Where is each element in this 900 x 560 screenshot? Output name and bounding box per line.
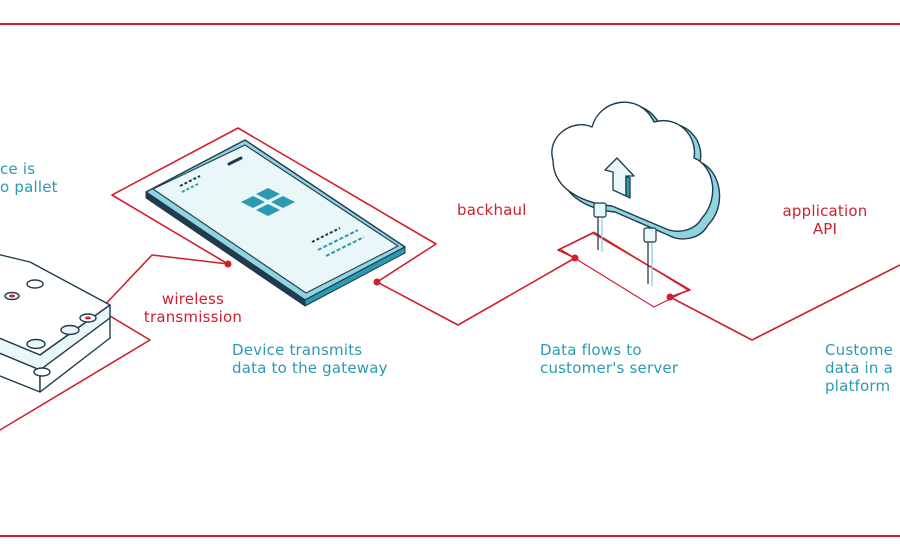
step2-line2: data to the gateway bbox=[232, 359, 388, 377]
step3-line2: customer's server bbox=[540, 359, 679, 377]
api-line2: API bbox=[812, 220, 838, 238]
wireless-line2: transmission bbox=[143, 308, 243, 326]
wireless-label: wireless transmission bbox=[133, 290, 253, 326]
step3-caption: Data flows to customer's server bbox=[540, 341, 678, 377]
wireless-line1: wireless bbox=[161, 290, 225, 308]
flow-connector-line bbox=[0, 127, 900, 431]
gateway-device-icon bbox=[145, 139, 406, 307]
connector-node bbox=[224, 260, 232, 268]
step1-line1: ce is bbox=[0, 160, 36, 178]
step3-line1: Data flows to bbox=[540, 341, 642, 359]
step2-caption: Device transmits data to the gateway bbox=[232, 341, 388, 377]
grid-logo-icon bbox=[241, 188, 295, 216]
pallet-icon bbox=[0, 254, 111, 393]
step4-line3: platform bbox=[825, 377, 891, 395]
cloud-server-icon bbox=[551, 101, 721, 308]
api-line1: application bbox=[782, 202, 868, 220]
connector-node bbox=[373, 278, 381, 286]
step4-caption: Custome data in a platform bbox=[825, 341, 893, 395]
step2-line1: Device transmits bbox=[232, 341, 363, 359]
api-label: application API bbox=[770, 202, 880, 238]
step1-caption: ce is o pallet bbox=[0, 160, 58, 196]
upload-arrow-icon bbox=[604, 157, 635, 199]
step4-line1: Custome bbox=[825, 341, 894, 359]
step4-line2: data in a bbox=[825, 359, 893, 377]
step1-line2: o pallet bbox=[0, 178, 58, 196]
backhaul-label: backhaul bbox=[457, 201, 527, 219]
